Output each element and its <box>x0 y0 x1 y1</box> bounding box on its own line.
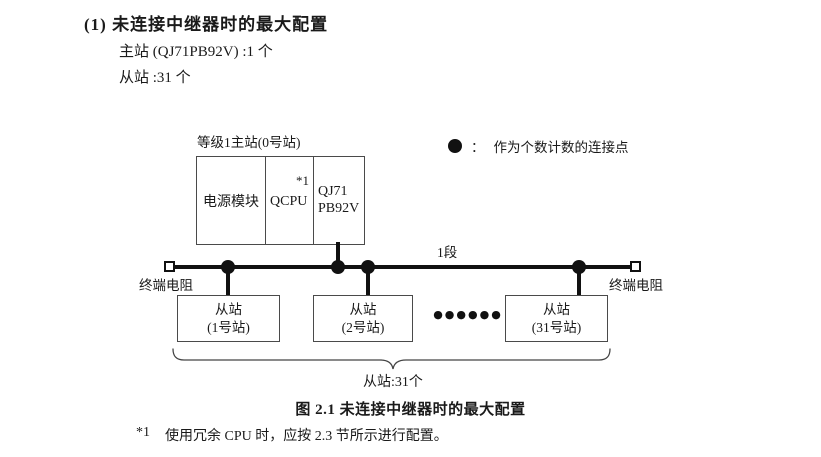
slave-station-number: (31号站) <box>531 319 582 335</box>
filled-circle-icon <box>448 139 462 153</box>
terminator-left-label: 终端电阻 <box>139 278 193 293</box>
slave-station-box: 从站 (31号站) <box>505 295 608 342</box>
master-station-label: 等级1主站(0号站) <box>197 135 301 150</box>
legend-separator: ： <box>471 140 485 155</box>
connection-dot <box>361 260 375 274</box>
connection-dot <box>572 260 586 274</box>
connection-dot <box>331 260 345 274</box>
slave-total-label: 从站:31个 <box>363 375 423 390</box>
terminating-resistor-right-icon <box>630 261 641 272</box>
master-drop-line <box>336 242 340 266</box>
terminator-right-label: 终端电阻 <box>609 278 663 293</box>
connection-dot <box>221 260 235 274</box>
cpu-label: QCPU <box>270 194 308 209</box>
footnote-marker: *1 <box>136 425 150 440</box>
pb92v-line1: QJ71 <box>318 183 348 199</box>
cpu-footnote-ref: *1 <box>296 173 309 188</box>
master-station-box: 电源模块 *1 QCPU QJ71 PB92V <box>196 156 365 245</box>
bus-line <box>172 265 634 269</box>
slave-station-box: 从站 (1号站) <box>177 295 280 342</box>
brace-icon <box>172 348 611 370</box>
ellipsis-dots: ●●●●●● <box>433 308 503 321</box>
segment-label: 1段 <box>437 245 458 260</box>
legend-text: 作为个数计数的连接点 <box>493 140 629 155</box>
slave1-drop-line <box>226 268 230 296</box>
slave-station-number: (1号站) <box>207 319 250 335</box>
slave-name: 从站 <box>349 301 377 317</box>
footnote: *1 使用冗余 CPU 时，应按 2.3 节所示进行配置。 <box>136 425 448 445</box>
legend: ： 作为个数计数的连接点 <box>448 136 629 156</box>
pb92v-line2: PB92V <box>318 200 360 216</box>
slave-station-box: 从站 (2号站) <box>313 295 413 342</box>
slave-name: 从站 <box>215 301 242 317</box>
section-heading: (1) 未连接中继器时的最大配置 <box>84 15 329 34</box>
pb92v-cell: QJ71 PB92V <box>314 157 364 244</box>
slave-name: 从站 <box>543 301 570 317</box>
slave2-drop-line <box>366 268 370 296</box>
figure-caption: 图 2.1 未连接中继器时的最大配置 <box>295 402 526 418</box>
slave-count-line: 从站 :31 个 <box>119 70 191 86</box>
footnote-text: 使用冗余 CPU 时，应按 2.3 节所示进行配置。 <box>165 429 448 444</box>
slave-station-number: (2号站) <box>341 319 385 335</box>
terminating-resistor-left-icon <box>164 261 175 272</box>
master-count-line: 主站 (QJ71PB92V) :1 个 <box>119 44 273 60</box>
power-module-cell: 电源模块 <box>197 157 266 244</box>
cpu-cell: *1 QCPU <box>266 157 314 244</box>
slave31-drop-line <box>577 268 581 296</box>
